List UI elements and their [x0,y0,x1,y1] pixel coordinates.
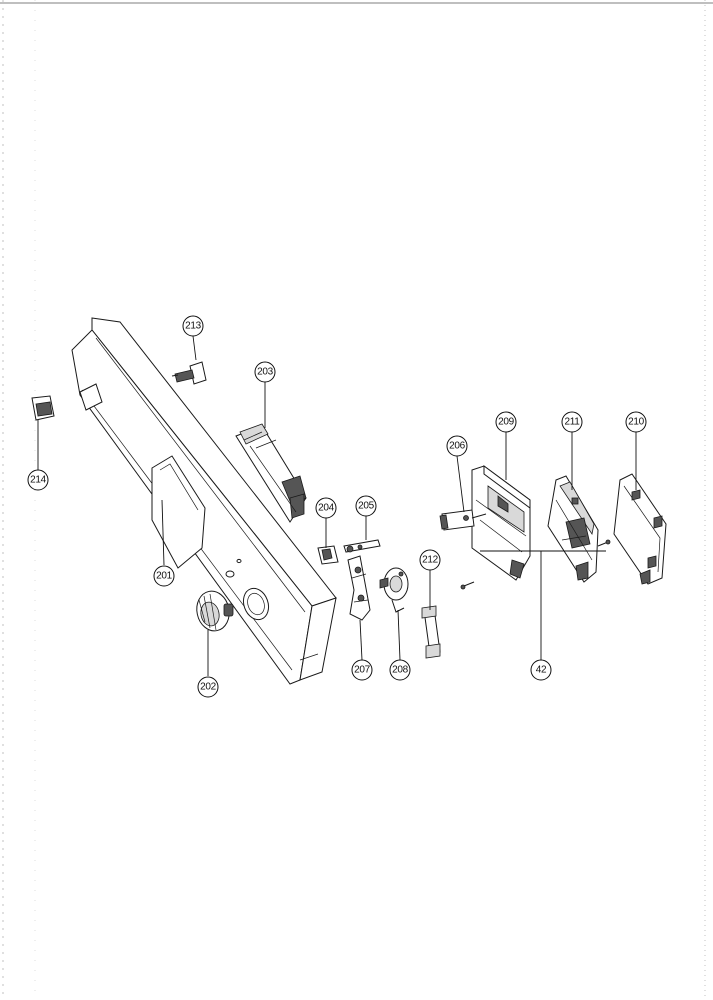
callout-209: 209 [495,411,517,433]
callout-213: 213 [182,315,204,337]
callout-205-label: 205 [358,501,375,512]
callout-210-label: 210 [628,417,645,428]
callout-208-label: 208 [392,665,409,676]
callout-204-label: 204 [318,503,335,514]
back-plate-part [613,473,667,585]
selector-switch-part [379,567,409,613]
bracket-part [347,555,371,621]
key-switch-part [171,361,207,385]
callout-206: 206 [446,435,468,457]
cable-clip-part [421,605,441,659]
button-cap-part [31,395,55,421]
callout-206-label: 206 [449,441,466,452]
callout-208: 208 [389,659,411,681]
callout-207-label: 207 [354,665,371,676]
callout-204: 204 [315,497,337,519]
leader-lines [37,335,637,676]
callout-202: 202 [197,676,219,698]
callout-207: 207 [351,659,373,681]
control-panel-fascia [71,317,337,685]
lever-part [343,539,381,553]
callout-211: 211 [561,411,583,433]
callout-214: 214 [27,469,49,491]
callout-213-label: 213 [185,321,202,332]
callout-209-label: 209 [498,417,515,428]
callout-42: 42 [530,659,552,681]
callout-212-label: 212 [422,555,439,566]
callout-202-label: 202 [200,682,217,693]
callout-201: 201 [153,565,175,587]
callout-203: 203 [254,361,276,383]
callout-203-label: 203 [257,367,274,378]
circuit-board-part [547,475,599,583]
callout-211-label: 211 [564,417,580,428]
small-button-part [317,545,339,565]
callout-210: 210 [625,411,647,433]
callout-214-label: 214 [30,475,47,486]
callout-205: 205 [355,495,377,517]
screw-parts [460,539,611,590]
callout-42-label: 42 [536,665,547,676]
display-cover-part [235,423,307,523]
callout-212: 212 [419,549,441,571]
rotary-knob [196,590,234,632]
control-module-part [439,465,531,581]
callout-201-label: 201 [156,571,173,582]
